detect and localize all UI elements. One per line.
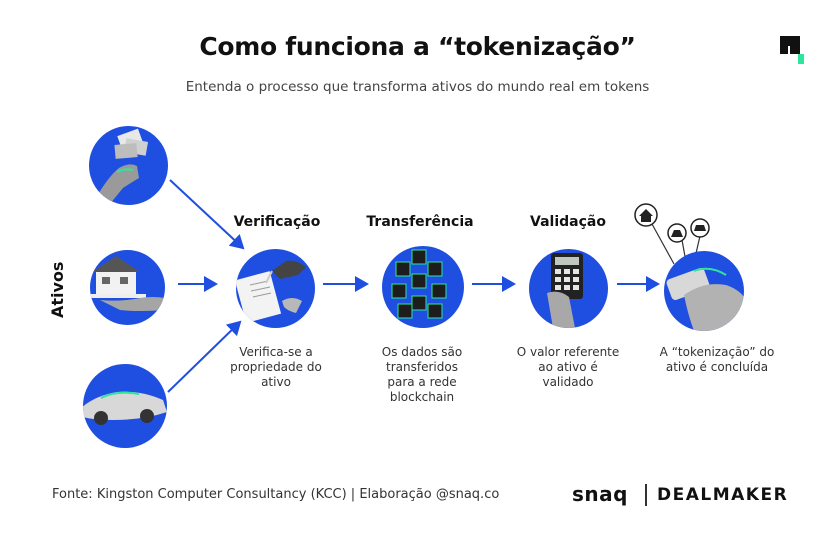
page-title: Como funciona a “tokenização” xyxy=(199,32,636,61)
sports-car-icon xyxy=(83,391,167,425)
asset-money xyxy=(89,126,168,205)
calculator-icon xyxy=(547,253,583,328)
arrow-car-to-verification xyxy=(167,320,242,393)
assets-label: Ativos xyxy=(48,261,67,318)
step-desc-validation: O valor referente ao ativo é validado xyxy=(516,345,620,389)
step-circle-transfer xyxy=(382,246,464,328)
house-on-hand-icon xyxy=(90,256,165,311)
step-desc-token: A “tokenização” do ativo é concluída xyxy=(659,345,775,374)
brand-dealmaker-logo: DEALMAKER xyxy=(657,485,789,505)
step-circle-validation xyxy=(529,249,608,328)
step-title-validation: Validação xyxy=(530,214,606,230)
gold-bar-token-icon xyxy=(667,223,687,243)
arrow-money-to-verification xyxy=(169,179,245,250)
brand-divider xyxy=(645,484,647,506)
step-desc-transfer: Os dados são transferidos para a rede bl… xyxy=(381,345,463,404)
brand-logo-icon xyxy=(780,36,804,64)
step-circle-token xyxy=(664,251,744,331)
step-title-transfer: Transferência xyxy=(366,214,474,230)
brand-snaq-logo: snaq xyxy=(572,482,628,506)
source-footnote: Fonte: Kingston Computer Consultancy (KC… xyxy=(52,487,500,502)
money-in-hand-icon xyxy=(89,128,149,205)
blockchain-cubes-icon xyxy=(391,249,447,319)
step-circle-verification xyxy=(236,249,315,328)
asset-house xyxy=(90,250,165,325)
house-token-icon xyxy=(634,203,658,227)
phone-tokens-icon xyxy=(666,267,744,331)
step-title-verification: Verificação xyxy=(233,214,321,230)
step-desc-verification: Verifica-se a propriedade do ativo xyxy=(230,345,322,389)
document-signing-icon xyxy=(236,260,306,323)
car-token-icon xyxy=(690,218,710,238)
asset-car xyxy=(83,364,167,448)
page-subtitle: Entenda o processo que transforma ativos… xyxy=(185,79,650,95)
token-icons-cluster xyxy=(634,203,710,243)
